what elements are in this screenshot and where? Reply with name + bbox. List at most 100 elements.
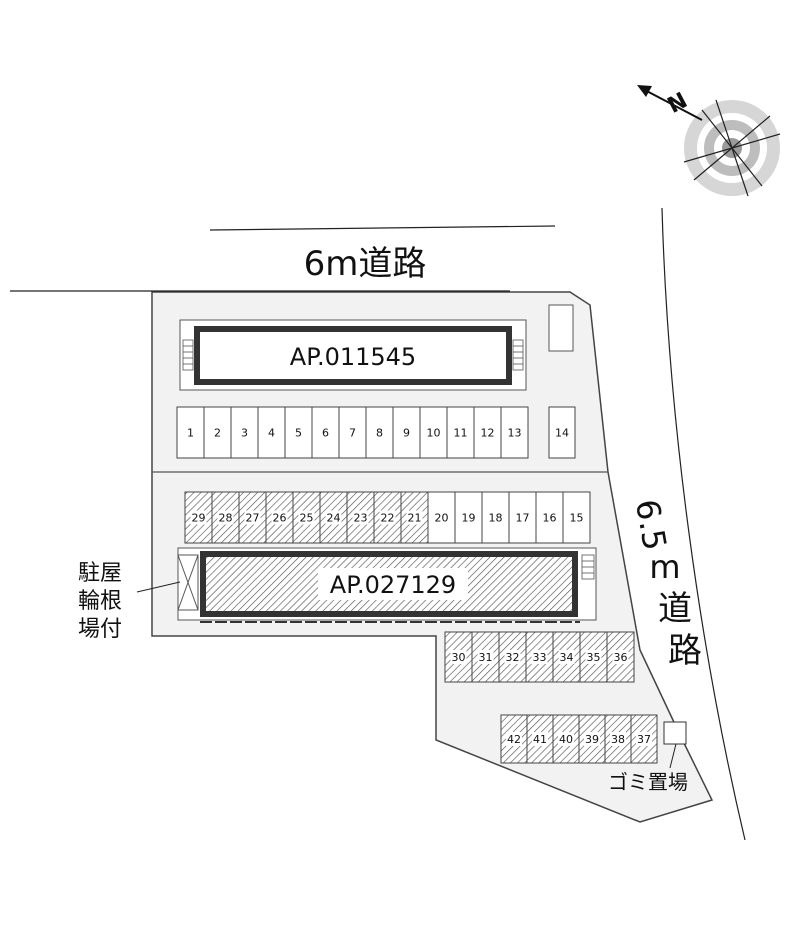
utility-box [548, 304, 574, 352]
parking-slot-label-bg [610, 732, 626, 746]
bike-parking-line-3: 場付 [78, 617, 122, 642]
parking-slot-label-bg [558, 650, 575, 664]
parking-slot-number: 36 [614, 651, 628, 664]
parking-slot-number: 10 [427, 427, 441, 440]
north-road-label: 6m道路 [304, 244, 427, 284]
parking-slot-label-bg [636, 732, 652, 746]
building-ap027129: AP.027129 [177, 547, 597, 623]
parking-slot-label-bg [504, 650, 521, 664]
parking-slot-12 [473, 406, 502, 459]
parking-slot-number: 8 [376, 427, 383, 440]
parking-slot-number: 7 [349, 427, 356, 440]
bike-parking-line-1: 駐屋 [78, 561, 122, 586]
parking-slot-label-bg [584, 732, 600, 746]
parking-slot-number: 38 [611, 733, 625, 746]
garbage-label: ゴミ置場 [608, 770, 688, 794]
parking-slot-number: 37 [637, 733, 651, 746]
parking-row-1-extra: 14 [548, 406, 576, 459]
parking-slot-18 [481, 491, 510, 544]
parking-slot-10 [419, 406, 448, 459]
parking-slot-number: 16 [543, 512, 557, 525]
parking-slot-number: 25 [300, 512, 314, 525]
parking-slot-label-bg [450, 650, 467, 664]
parking-slot-number: 23 [354, 512, 368, 525]
parking-slot-number: 21 [408, 512, 422, 525]
parking-slot-label-bg [325, 510, 342, 525]
parking-slot-label-bg [379, 510, 396, 525]
parking-slot-14 [548, 406, 576, 459]
parking-slot-label-bg [612, 650, 629, 664]
parking-slot-number: 17 [516, 512, 530, 525]
parking-slot-number: 6 [322, 427, 329, 440]
parking-slot-number: 5 [295, 427, 302, 440]
parking-slot-number: 41 [533, 733, 547, 746]
parking-slot-number: 13 [508, 427, 522, 440]
parking-slot-number: 18 [489, 512, 503, 525]
parking-slot-2 [203, 406, 232, 459]
parking-slot-20 [427, 491, 456, 544]
parking-slot-label-bg [244, 510, 261, 525]
parking-slot-13 [500, 406, 529, 459]
parking-slot-number: 34 [560, 651, 574, 664]
parking-slot-number: 42 [507, 733, 521, 746]
parking-slot-number: 9 [403, 427, 410, 440]
parking-slot-number: 35 [587, 651, 601, 664]
parking-slot-number: 15 [570, 512, 584, 525]
east-road-label-number: 6.5 [628, 496, 674, 553]
parking-slot-label-bg [190, 510, 207, 525]
parking-slot-number: 26 [273, 512, 287, 525]
garbage-area: ゴミ置場 [608, 721, 688, 794]
parking-slot-27 [238, 491, 267, 544]
parking-slot-label-bg [271, 510, 288, 525]
parking-slot-number: 39 [585, 733, 599, 746]
parking-slot-number: 19 [462, 512, 476, 525]
parking-slot-number: 20 [435, 512, 449, 525]
parking-slot-label-bg [477, 650, 494, 664]
parking-slot-number: 29 [192, 512, 206, 525]
parking-slot-7 [338, 406, 367, 459]
parking-slot-number: 30 [452, 651, 466, 664]
parking-slot-15 [562, 491, 591, 544]
parking-slot-number: 28 [219, 512, 233, 525]
parking-row-3: 30 31 32 33 34 35 36 [444, 631, 635, 683]
east-road-label-char-2: 路 [668, 631, 702, 671]
parking-slot-number: 14 [555, 427, 569, 440]
parking-slot-6 [311, 406, 340, 459]
parking-slot-number: 31 [479, 651, 493, 664]
parking-slot-number: 3 [241, 427, 248, 440]
parking-slot-label-bg [585, 650, 602, 664]
parking-slot-label-bg [352, 510, 369, 525]
parking-slot-number: 24 [327, 512, 341, 525]
parking-slot-label-bg [558, 732, 574, 746]
building-1-label: AP.011545 [290, 343, 416, 371]
parking-slot-number: 33 [533, 651, 547, 664]
compass: N [637, 85, 781, 197]
north-arrow-shaft [640, 87, 703, 121]
building-2-label: AP.027129 [330, 571, 456, 599]
east-road-label-char-1: 道 [658, 589, 692, 629]
parking-slot-number: 4 [268, 427, 275, 440]
east-road-label-unit: m [649, 548, 680, 586]
parking-slot-number: 22 [381, 512, 395, 525]
parking-slot-number: 12 [481, 427, 495, 440]
parking-slot-label-bg [506, 732, 522, 746]
parking-slot-label-bg [531, 650, 548, 664]
parking-slot-5 [284, 406, 313, 459]
bike-parking-line-2: 輪根 [78, 589, 122, 614]
east-road-curve [661, 207, 746, 841]
north-arrow-head-icon [637, 85, 652, 97]
bike-parking-leader [136, 581, 181, 593]
parking-slot-number: 32 [506, 651, 520, 664]
parking-slot-label-bg [406, 510, 423, 525]
parking-slot-9 [392, 406, 421, 459]
parking-slot-label-bg [298, 510, 315, 525]
parking-slot-3 [230, 406, 259, 459]
parking-slot-number: 27 [246, 512, 260, 525]
parking-slot-label-bg [217, 510, 234, 525]
compass-north-letter: N [664, 88, 692, 119]
north-road-line-upper [209, 225, 556, 231]
parking-row-2: 29 28 27 26 25 24 23 22 21 20 19 18 17 16 15 [184, 491, 591, 544]
